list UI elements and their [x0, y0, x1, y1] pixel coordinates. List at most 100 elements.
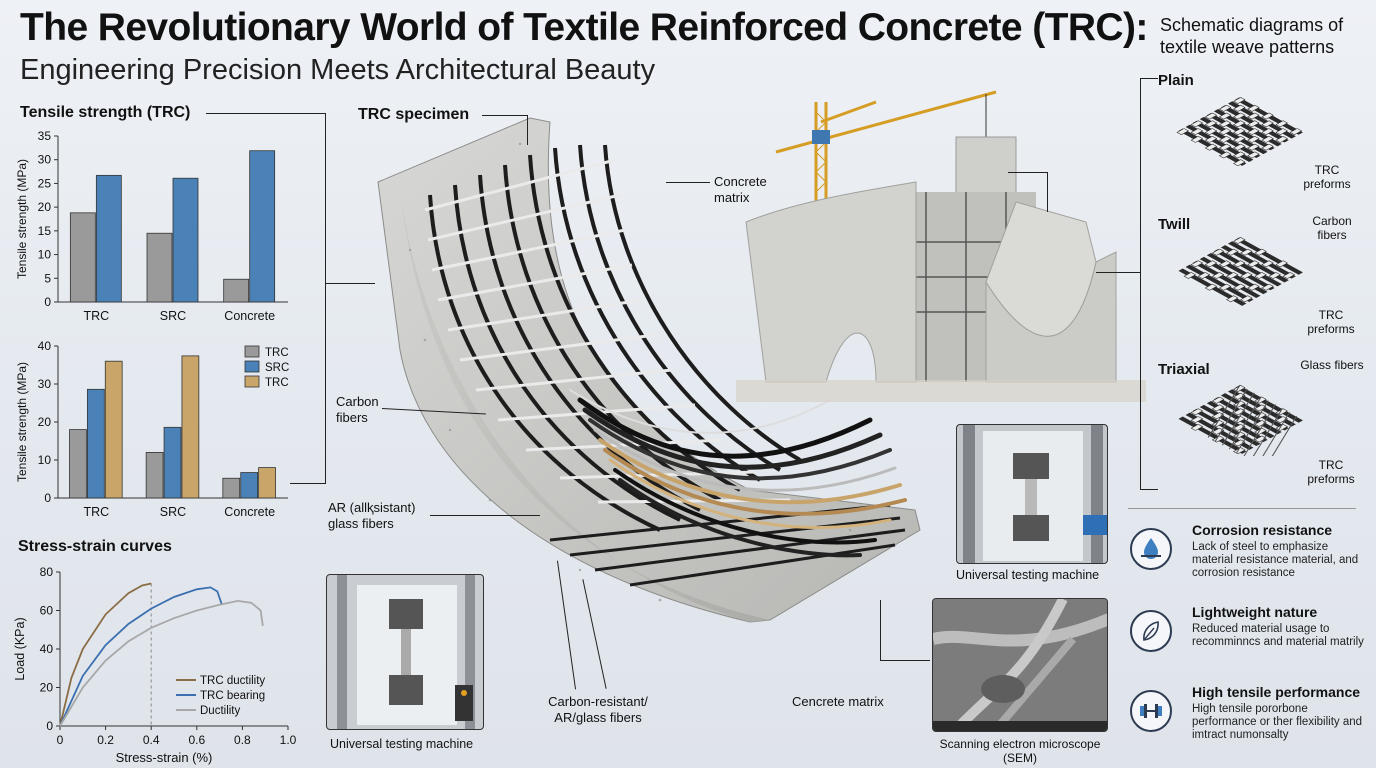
- specimen-leader: [527, 115, 528, 145]
- weave-plain-label: TRC preforms: [1303, 163, 1351, 191]
- warp-strand: [1233, 143, 1246, 151]
- weave-triaxial-diagram: [1178, 384, 1303, 456]
- warp-strand: [1190, 135, 1204, 143]
- warp-strand: [1275, 120, 1288, 128]
- y-axis-label: Tensile strength (MPa): [15, 159, 29, 279]
- x-tick-label: TRC: [83, 505, 109, 519]
- label-carbon-fibers: Carbon fibers: [336, 394, 379, 425]
- legend-label: TRC: [265, 377, 289, 389]
- feature-title-tensile: High tensile performance: [1192, 684, 1361, 700]
- bar: [163, 426, 182, 499]
- y-tick-label: 35: [38, 129, 52, 143]
- y-tick-label: 60: [40, 604, 54, 618]
- weave-triaxial-label-2: TRC preforms: [1307, 458, 1355, 486]
- warp-strand: [1204, 128, 1218, 136]
- warp-strand: [1190, 408, 1204, 416]
- x-tick-label: 0.2: [97, 733, 114, 747]
- warp-strand: [1247, 128, 1260, 136]
- weft-strand: [1235, 237, 1303, 275]
- feature-title-lightweight: Lightweight nature: [1192, 604, 1318, 620]
- bar: [240, 472, 259, 499]
- warp-strand: [1233, 112, 1246, 120]
- warp-strand: [1247, 143, 1260, 151]
- weft-strand: [1213, 249, 1282, 287]
- warp-strand: [1225, 295, 1239, 303]
- legend-label: TRC ductility: [200, 675, 265, 687]
- warp-strand: [1261, 260, 1274, 268]
- leader-concrete-matrix: [666, 182, 710, 183]
- warp-strand: [1261, 120, 1274, 128]
- series-line: [59, 582, 152, 727]
- x-tick-label: 1.0: [280, 733, 297, 747]
- bar: [222, 477, 241, 499]
- weave-bracket: [1140, 78, 1158, 79]
- bias-strand: [1264, 416, 1298, 456]
- warp-strand: [1233, 104, 1246, 112]
- warp-strand: [1233, 135, 1246, 143]
- warp-strand: [1282, 272, 1296, 279]
- weave-mesh: [1178, 384, 1303, 456]
- warp-strand: [1275, 260, 1288, 268]
- weave-twill-label-1: Carbon fibers: [1312, 214, 1352, 242]
- bias-strand: [1242, 404, 1276, 456]
- feather-icon: [1130, 610, 1172, 652]
- x-tick-label: TRC: [83, 309, 109, 323]
- warp-strand: [1218, 283, 1232, 291]
- y-tick-label: 20: [38, 415, 52, 429]
- y-tick-label: 25: [38, 176, 52, 190]
- feature-text-tensile: High tensile pororbone performance or th…: [1192, 703, 1363, 741]
- weave-twill-diagram: [1178, 237, 1303, 306]
- warp-strand: [1190, 128, 1204, 136]
- feature-text-corrosion: Lack of steel to emphasize material resi…: [1192, 541, 1359, 579]
- warp-strand: [1218, 120, 1232, 128]
- warp-strand: [1247, 120, 1260, 128]
- y-tick-label: 80: [40, 565, 54, 579]
- specimen-leader: [482, 115, 528, 116]
- y-tick-label: 5: [44, 271, 51, 285]
- warp-strand: [1225, 272, 1239, 279]
- page-subtitle: Engineering Precision Meets Architectura…: [20, 54, 656, 86]
- building-leader: [1047, 172, 1048, 212]
- x-tick-label: SRC: [160, 309, 186, 323]
- warp-strand: [1261, 128, 1274, 136]
- x-tick-label: 0.8: [234, 733, 251, 747]
- sem-micrograph-icon: [933, 599, 1107, 731]
- warp-strand: [1268, 272, 1281, 279]
- bias-strand: [1257, 412, 1291, 456]
- warp-strand: [1233, 97, 1246, 104]
- legend-swatch: [244, 345, 260, 358]
- x-axis-label: Stress-strain (%): [116, 750, 213, 765]
- bar: [95, 174, 122, 303]
- legend-label: Ductility: [200, 705, 241, 717]
- warp-strand: [1204, 120, 1218, 128]
- weave-bracket: [1140, 489, 1158, 490]
- warp-strand: [1197, 272, 1211, 279]
- y-tick-label: 0: [44, 491, 51, 505]
- weft-strand: [1235, 385, 1303, 423]
- y-tick-label: 10: [38, 248, 52, 262]
- warp-strand: [1247, 260, 1260, 268]
- warp-strand: [1247, 283, 1260, 291]
- warp-strand: [1218, 128, 1232, 136]
- weft-strand: [1213, 109, 1282, 147]
- weave-twill-label-2: TRC preforms: [1307, 308, 1355, 336]
- building-leader: [1008, 172, 1048, 173]
- weave-bracket: [1096, 272, 1141, 273]
- chart-connector: [206, 113, 326, 114]
- weave-mesh: [1176, 97, 1303, 167]
- legend-label: TRC bearing: [200, 690, 265, 702]
- warp-strand: [1254, 272, 1267, 279]
- label-ar-glass-fibers: AR (allⱪsistant) glass fibers: [328, 500, 416, 531]
- bar: [181, 355, 200, 499]
- warp-strand: [1261, 112, 1274, 120]
- chart-connector: [325, 113, 326, 483]
- warp-strand: [1183, 272, 1197, 279]
- weave-triaxial-label-1: Glass fibers: [1300, 358, 1364, 372]
- warp-strand: [1233, 283, 1246, 291]
- warp-strand: [1204, 143, 1218, 151]
- warp-strand: [1204, 112, 1218, 120]
- features-divider: [1128, 508, 1356, 509]
- weave-bracket: [1140, 78, 1141, 490]
